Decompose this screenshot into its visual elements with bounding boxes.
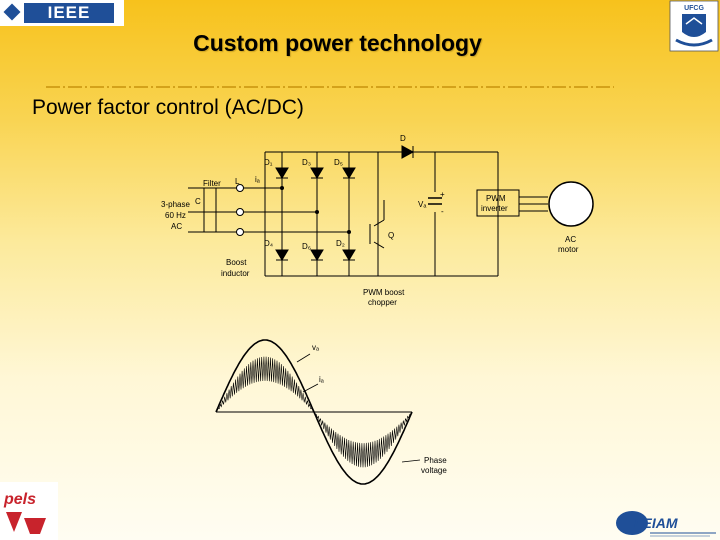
inverter-label-2: inverter <box>481 204 508 213</box>
diode-label-d2: D₂ <box>336 239 345 248</box>
pels-logo-text: pels <box>3 491 36 508</box>
boost-inductor <box>236 184 244 236</box>
filter-label: Filter <box>203 179 221 188</box>
source-label-1: 3-phase <box>161 200 190 209</box>
dc-voltage-label: Vₐ <box>418 200 427 209</box>
page-title: Custom power technology <box>193 30 482 56</box>
circuit-junctions <box>280 186 351 234</box>
ac-motor <box>548 181 594 227</box>
voltage-waveform <box>215 339 413 485</box>
input-current-label: iₐ <box>255 175 261 184</box>
pwm-inverter-box <box>476 189 520 217</box>
capacitor-label: C <box>195 197 201 206</box>
diode-label-d4: D₄ <box>264 239 273 248</box>
source-label-3: AC <box>171 222 182 231</box>
igbt-switch <box>369 200 385 249</box>
bridge-diodes <box>275 145 415 261</box>
waveform-plot: vₐ iₐ Phase voltage <box>215 339 447 485</box>
voltage-wave-label: vₐ <box>312 343 320 352</box>
chopper-label-2: chopper <box>368 298 397 307</box>
lepam-logo: LEIAM <box>616 511 716 537</box>
boost-diode-label: D <box>400 134 406 143</box>
chopper-label-1: PWM boost <box>363 288 405 297</box>
inductor-caption-1: Boost <box>226 258 247 267</box>
lepam-logo-text: LEIAM <box>634 515 678 531</box>
ieee-logo: IEEE <box>0 0 124 26</box>
ufcg-logo: UFCG <box>669 0 719 52</box>
diode-label-d1: D₁ <box>264 158 273 167</box>
phase-label-1: Phase <box>424 456 447 465</box>
switch-label: Q <box>388 231 394 240</box>
motor-label-2: motor <box>558 245 579 254</box>
phase-label-2: voltage <box>421 466 447 475</box>
ufcg-logo-text: UFCG <box>684 5 704 12</box>
diode-label-d3: D₃ <box>302 158 311 167</box>
motor-label-1: AC <box>565 235 576 244</box>
inductor-label: L <box>235 177 240 186</box>
minus-sign: - <box>441 207 444 216</box>
source-label-2: 60 Hz <box>165 211 186 220</box>
current-wave-label: iₐ <box>319 375 325 384</box>
diode-label-d6: D₆ <box>302 242 311 251</box>
title-divider <box>46 86 614 88</box>
inverter-label-1: PWM <box>486 194 506 203</box>
plus-sign: + <box>440 190 445 199</box>
diode-label-d5: D₅ <box>334 158 343 167</box>
dc-capacitor <box>428 197 442 205</box>
ieee-logo-text: IEEE <box>24 3 114 23</box>
page-subtitle: Power factor control (AC/DC) <box>32 96 304 119</box>
pels-logo: pels <box>0 482 58 540</box>
inductor-caption-2: inductor <box>221 269 250 278</box>
